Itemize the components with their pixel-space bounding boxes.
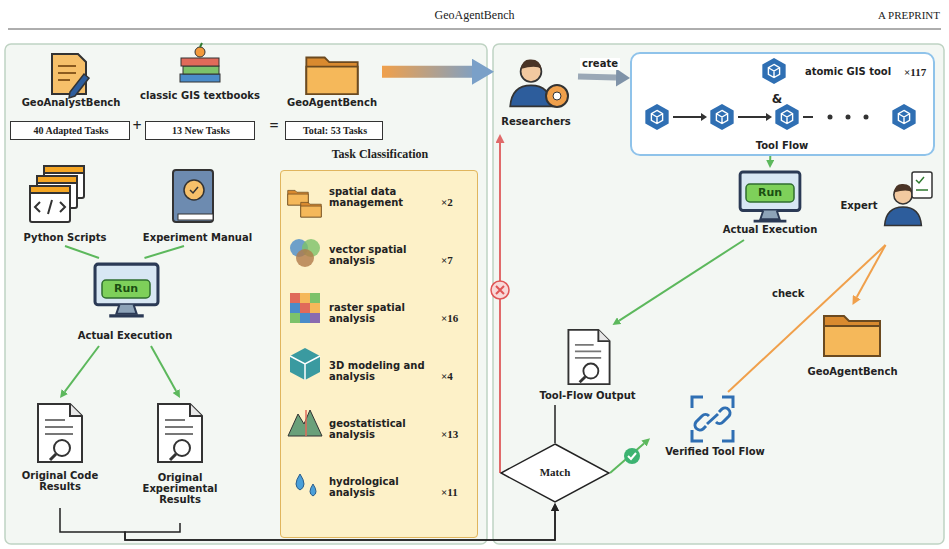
- decision-diamond: Match: [500, 443, 610, 503]
- edge-label: create: [580, 58, 620, 70]
- category-item: raster spatial analysis ×16: [283, 295, 477, 345]
- count-box: 13 New Tasks: [145, 121, 255, 140]
- connector: [382, 66, 472, 78]
- category-item: hydrological analysis ×11: [283, 469, 477, 519]
- node-text: Original Experimental Results: [125, 472, 235, 505]
- connector: [145, 246, 185, 258]
- connector: [769, 156, 771, 160]
- node-text: ×11: [441, 486, 475, 498]
- execution-monitor: RunActual Execution: [60, 258, 190, 346]
- manual-icon: Experiment Manual: [130, 165, 265, 246]
- expert-figure: Expert: [836, 165, 935, 245]
- node-text: spatial data management: [329, 186, 437, 208]
- node-text: vector spatial analysis: [329, 244, 437, 266]
- node-text: ×2: [441, 196, 475, 208]
- node-text: Expert: [836, 200, 882, 211]
- connector: [619, 240, 744, 321]
- result-document: Original Experimental Results: [125, 398, 235, 523]
- node-text: Total: 53 Tasks: [286, 122, 384, 139]
- count-box: 40 Adapted Tasks: [10, 121, 130, 140]
- count-box: Total: 53 Tasks: [285, 121, 383, 140]
- node-text: hydrological analysis: [329, 476, 437, 498]
- node-text: ×117: [904, 66, 934, 78]
- verified-icon: Verified Tool Flow: [650, 392, 780, 458]
- category-item: spatial data management ×2: [283, 179, 477, 229]
- node-text: GeoAnalystBench: [12, 97, 130, 108]
- geoanalystbench-icon: [52, 54, 89, 98]
- connector: [499, 143, 501, 473]
- node-text: Match: [500, 466, 610, 478]
- textbooks-icon: [180, 43, 220, 82]
- connector: [65, 346, 99, 392]
- node-text: ×16: [441, 312, 475, 324]
- free-label: =: [263, 117, 285, 135]
- connector: [65, 246, 99, 258]
- researcher-icon: [510, 59, 568, 107]
- node-text: 13 New Tasks: [146, 122, 256, 139]
- node-text: ×7: [441, 254, 475, 266]
- category-item: 3D modeling and analysis ×4: [283, 353, 477, 403]
- connector: [125, 511, 555, 540]
- connector: [857, 245, 886, 297]
- connector: [610, 444, 644, 474]
- node-text: Actual Execution: [705, 224, 835, 235]
- node-text: geostatistical analysis: [329, 418, 437, 440]
- source-icon: classic GIS textbooks: [130, 50, 270, 116]
- node-text: Run: [746, 184, 794, 202]
- node-text: Tool Flow: [737, 140, 827, 151]
- node-text: Original Code Results: [15, 470, 105, 492]
- node-text: Python Scripts: [15, 232, 115, 243]
- free-label: GeoAgentBench: [400, 8, 549, 23]
- tool-flow-chain: [645, 104, 915, 130]
- output-document: Tool-Flow Output: [525, 325, 650, 405]
- edge-label: check: [770, 288, 806, 300]
- source-icon: GeoAnalystBench: [12, 50, 130, 112]
- node-text: 40 Adapted Tasks: [11, 122, 131, 139]
- tool-box: atomic GIS tool×117 & Tool Flow: [630, 52, 935, 156]
- node-text: Task Classification: [281, 147, 479, 162]
- free-label: A PREPRINT: [840, 9, 940, 21]
- node-text: ×4: [441, 370, 475, 382]
- connector: [60, 508, 555, 540]
- node-text: Actual Execution: [60, 330, 190, 341]
- folder-icon: GeoAgentBench: [800, 305, 905, 383]
- node-text: 3D modeling and analysis: [329, 360, 437, 382]
- category-item: vector spatial analysis ×7: [283, 237, 477, 287]
- category-item: geostatistical analysis ×13: [283, 411, 477, 461]
- node-text: raster spatial analysis: [329, 302, 437, 324]
- node-text: Researchers: [494, 116, 578, 127]
- node-text: Verified Tool Flow: [650, 446, 780, 457]
- connector: [578, 77, 616, 78]
- node-text: GeoAgentBench: [800, 366, 905, 377]
- script-icon: Python Scripts: [15, 160, 115, 246]
- result-document: Original Code Results: [15, 398, 105, 508]
- folder-icon: GeoAgentBench: [282, 50, 382, 112]
- node-text: GeoAgentBench: [282, 97, 382, 108]
- node-text: Tool-Flow Output: [525, 390, 650, 401]
- node-text: ×13: [441, 428, 475, 440]
- researcher-figure: Researchers: [494, 52, 578, 134]
- category-panel: Task Classificationspatial data manageme…: [280, 170, 478, 538]
- python-scripts-icon: [30, 166, 84, 222]
- connector: [151, 346, 176, 391]
- connector: [554, 405, 556, 443]
- free-label: +: [127, 117, 147, 135]
- verified-icon: [692, 397, 733, 441]
- node-text: Experiment Manual: [130, 232, 265, 243]
- node-text: Run: [102, 280, 150, 298]
- expert-icon: [885, 172, 932, 225]
- execution-monitor: RunActual Execution: [705, 168, 835, 240]
- manual-icon: [173, 170, 213, 222]
- category-icons: [288, 190, 322, 496]
- node-text: &: [767, 92, 787, 106]
- node-text: classic GIS textbooks: [130, 90, 270, 101]
- node-text: atomic GIS tool: [794, 66, 902, 77]
